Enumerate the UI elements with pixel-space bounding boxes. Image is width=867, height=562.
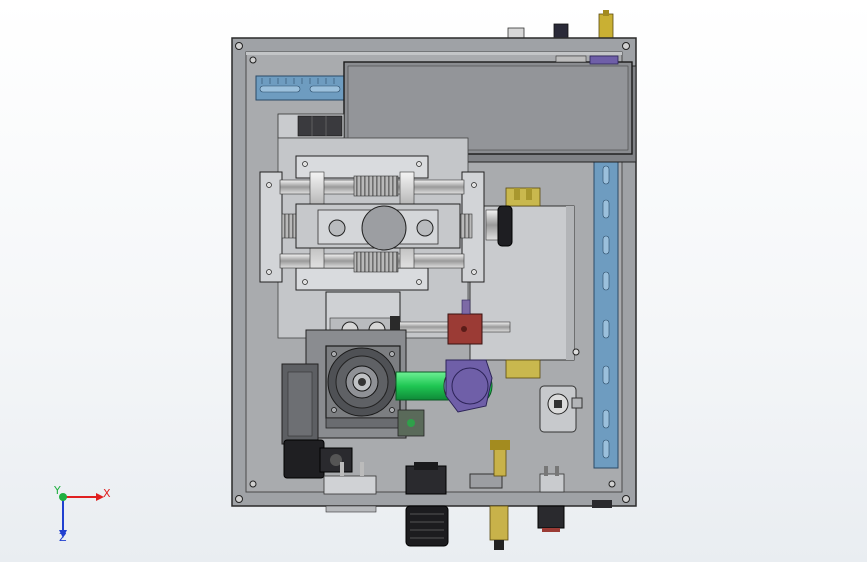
top-connectors bbox=[507, 10, 614, 39]
bottom-fittings bbox=[323, 440, 565, 495]
bottom-outlets bbox=[325, 500, 612, 550]
corner-screws bbox=[235, 42, 630, 503]
spindle-motor[interactable] bbox=[325, 345, 401, 429]
solenoid-coil[interactable] bbox=[283, 439, 353, 479]
relay-strip bbox=[277, 113, 345, 139]
red-clamp-block[interactable] bbox=[447, 299, 483, 345]
terminal-box-small bbox=[397, 409, 425, 437]
din-rail-top bbox=[255, 75, 349, 101]
axis-x-label: X bbox=[103, 487, 111, 500]
linear-slide-assembly[interactable] bbox=[259, 155, 485, 291]
axis-y-label: Y bbox=[53, 484, 61, 497]
right-side-plate bbox=[469, 187, 580, 379]
din-rail-right bbox=[593, 157, 619, 469]
adjust-knob[interactable] bbox=[485, 205, 513, 247]
pressure-sensor bbox=[539, 385, 583, 433]
axis-z-label: Z bbox=[59, 531, 67, 544]
purple-fitting bbox=[445, 359, 493, 413]
coordinate-triad-icon: X Y Z bbox=[53, 484, 111, 544]
